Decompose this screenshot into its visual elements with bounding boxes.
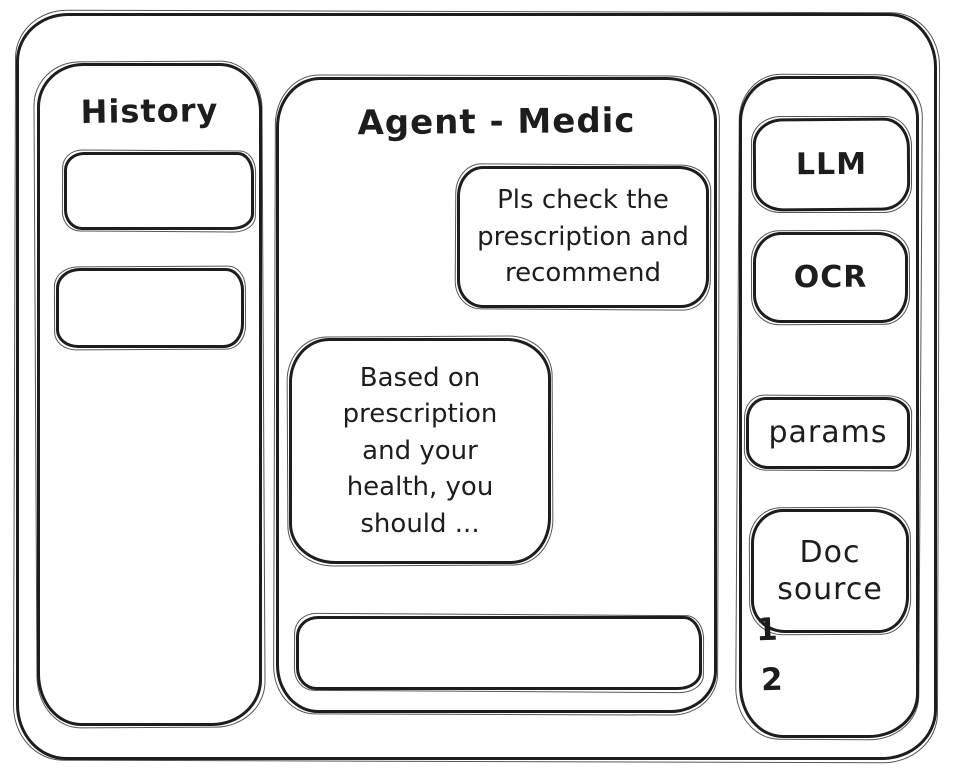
doc-source-button[interactable]: Doc source — [751, 509, 909, 633]
params-button[interactable]: params — [746, 397, 910, 469]
history-panel-title: History — [80, 91, 219, 131]
tools-panel: LLM OCR params Doc source 1 2 — [739, 76, 919, 738]
ocr-button[interactable]: OCR — [753, 232, 908, 323]
chat-title: Agent - Medic — [357, 100, 636, 144]
doc-source-item-2[interactable]: 2 — [760, 661, 784, 699]
chat-input-box — [296, 616, 702, 690]
history-panel: History — [37, 63, 262, 726]
assistant-message-text: Based on prescription and your health, y… — [342, 363, 498, 539]
chat-panel: Agent - Medic Pls check the prescription… — [276, 77, 717, 713]
chat-input[interactable] — [311, 623, 691, 683]
assistant-message-bubble: Based on prescription and your health, y… — [289, 338, 551, 564]
llm-button[interactable]: LLM — [752, 117, 911, 212]
history-item[interactable] — [64, 152, 254, 230]
doc-source-item-1[interactable]: 1 — [755, 611, 779, 649]
user-message-bubble: Pls check the prescription and recommend — [457, 166, 709, 308]
user-message-text: Pls check the prescription and recommend — [477, 185, 689, 289]
history-item[interactable] — [56, 268, 244, 348]
